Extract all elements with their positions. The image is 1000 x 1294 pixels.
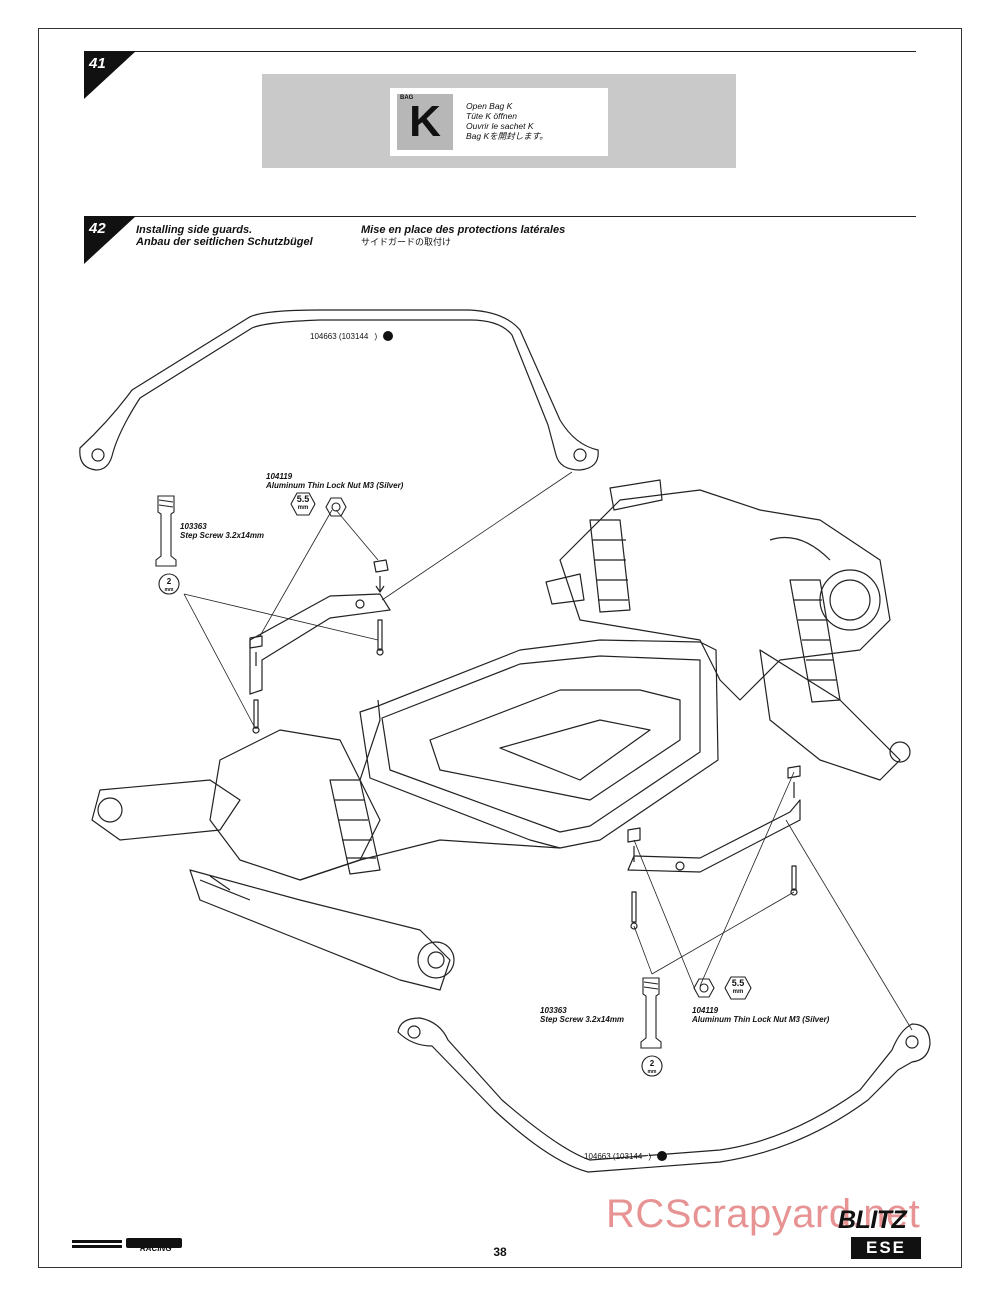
screw-bottom-install (630, 891, 638, 930)
bag-letter: K (409, 97, 441, 146)
wrench-size-top-text: 5.5 mm (294, 495, 312, 513)
screw-top-install (376, 619, 384, 656)
side-guard-top (79, 309, 599, 471)
leader-lines (183, 471, 913, 1031)
title-german: Anbau der seitlichen Schutzbügel (136, 236, 313, 248)
nut-bottom-label: 104119 Aluminum Thin Lock Nut M3 (Silver… (692, 1006, 829, 1024)
lock-nut-icon-top (325, 497, 347, 517)
nut-bottom-name: Aluminum Thin Lock Nut M3 (Silver) (692, 1015, 830, 1024)
step-screw-icon-top (155, 495, 177, 567)
ese-logo: ESE (851, 1237, 921, 1259)
guard-bottom-sub: 103144 (615, 1152, 643, 1161)
step-42-tab (84, 216, 136, 264)
guard-top-circled: 3 (371, 334, 376, 341)
guard-bottom-code: 104663 (584, 1152, 611, 1161)
nut-top-left-install (249, 635, 263, 666)
nut-bottom-right-install (787, 765, 801, 798)
circled-3-top-icon (383, 331, 393, 341)
bag-k-badge: BAG K (397, 94, 453, 150)
wrench-top-unit: mm (297, 505, 309, 511)
step-42-title-left: Installing side guards. Anbau der seitli… (136, 224, 313, 248)
hex-wrench-icon-top (158, 573, 180, 595)
bag-line-fr: Ouvrir le sachet K (466, 121, 534, 131)
wrench-size-bottom-text: 5.5 mm (729, 979, 747, 997)
rear-arm (759, 649, 901, 781)
side-guard-bottom (397, 1017, 931, 1173)
chassis-plate (359, 639, 719, 849)
wrench-bottom-size: 5.5 (731, 978, 745, 988)
wrench-bottom-unit: mm (732, 989, 744, 995)
bag-line-jp: Bag Kを開封します。 (466, 131, 548, 141)
page-number: 38 (493, 1245, 507, 1259)
screw-top-code: 103363 (180, 522, 207, 531)
screw-top-label: 103363 Step Screw 3.2x14mm (180, 522, 264, 540)
front-arm-top (91, 779, 241, 841)
step-41-number: 41 (89, 55, 106, 72)
circled-3-bottom-icon (657, 1151, 667, 1161)
screw-bottom-name: Step Screw 3.2x14mm (540, 1015, 625, 1024)
watermark: RCScrapyard.net (606, 1192, 921, 1236)
screw-bottom-label: 103363 Step Screw 3.2x14mm (540, 1006, 624, 1024)
guard-label-bottom: 104663 (103144 3) (584, 1152, 652, 1161)
nut-bottom-code: 104119 (692, 1006, 719, 1015)
hex-wrench-icon-bottom (641, 1055, 663, 1077)
screw-bottom-right-install (790, 865, 798, 896)
hex-bottom-unit: mm (647, 1069, 657, 1075)
guard-bottom-circled: 3 (645, 1154, 650, 1161)
nut-top-label: 104119 Aluminum Thin Lock Nut M3 (Silver… (266, 472, 403, 490)
rear-shock-left (589, 519, 631, 613)
hex-bottom-size: 2 (649, 1059, 655, 1068)
screw-top-left-install (252, 699, 260, 734)
mount-bracket-top-left (249, 593, 391, 695)
step-42-title-right: Mise en place des protections latérales … (361, 224, 565, 248)
blitz-logo: BLITZ (838, 1206, 907, 1234)
nut-top-install (373, 559, 389, 593)
front-shock (329, 779, 381, 875)
nut-top-name: Aluminum Thin Lock Nut M3 (Silver) (266, 481, 404, 490)
hpi-logo-text: HPI (86, 1228, 115, 1239)
nut-top-code: 104119 (266, 472, 293, 481)
step-42-rule (84, 216, 916, 217)
screw-top-name: Step Screw 3.2x14mm (180, 531, 265, 540)
title-french: Mise en place des protections latérales (361, 224, 566, 236)
wrench-size-icon-bottom (724, 976, 752, 1000)
lock-nut-icon-bottom (693, 978, 715, 998)
rear-gearbox (559, 489, 891, 701)
hex-top-text: 2 mm (160, 577, 178, 595)
step-screw-icon-bottom (640, 977, 662, 1049)
mount-bracket-bottom-right (627, 799, 801, 873)
page-frame (38, 28, 962, 1268)
nut-bottom-install (627, 827, 641, 862)
step-41-tab (84, 51, 136, 99)
title-english: Installing side guards. (136, 224, 253, 236)
bag-line-de: Tüte K öffnen (466, 111, 518, 121)
front-arm-bottom (189, 869, 451, 991)
hpi-logo-stripes (72, 1238, 182, 1248)
title-japanese: サイドガードの取付け (361, 237, 452, 247)
hex-top-unit: mm (164, 587, 174, 593)
hex-bottom-text: 2 mm (643, 1059, 661, 1077)
bag-line-en: Open Bag K (466, 101, 513, 111)
wrench-size-icon-top (290, 492, 316, 516)
hpi-racing-text: RACING (140, 1244, 172, 1253)
screw-bottom-code: 103363 (540, 1006, 567, 1015)
step-42-number: 42 (89, 220, 106, 237)
hex-top-size: 2 (166, 577, 172, 586)
guard-label-top: 104663 (103144 3) (310, 332, 378, 341)
bag-instructions: Open Bag K Tüte K öffnen Ouvrir le sache… (466, 101, 548, 141)
guard-top-sub: 103144 (341, 332, 369, 341)
guard-top-code: 104663 (310, 332, 337, 341)
wrench-top-size: 5.5 (296, 494, 310, 504)
step-41-rule (84, 51, 916, 52)
bag-word: BAG (400, 95, 414, 101)
